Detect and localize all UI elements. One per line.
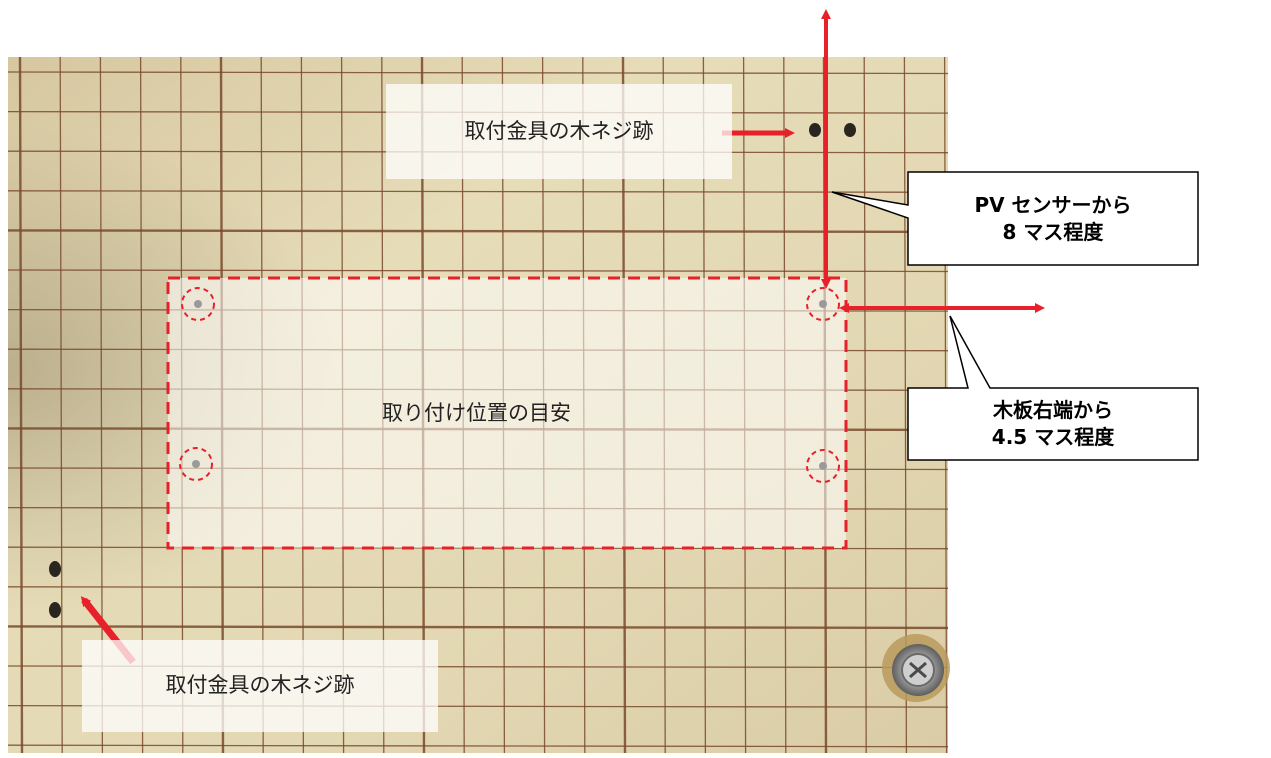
callout-box-pv-sensor: [831, 171, 1199, 266]
grid-line-vertical: [99, 56, 104, 754]
guide-hole-bottom-right: [806, 449, 840, 483]
guide-hole-bottom-left: [179, 447, 213, 481]
grid-line-vertical: [139, 56, 144, 754]
grid-line-vertical: [18, 56, 24, 754]
guide-hole-top-left: [181, 287, 215, 321]
grid-line-horizontal: [7, 744, 949, 748]
mounting-guide-text: 取り付け位置の目安: [382, 401, 571, 425]
screw-marks-top: [809, 123, 856, 137]
grid-line-horizontal: [7, 269, 949, 273]
grid-line-horizontal: [7, 625, 949, 630]
grid-line-horizontal: [7, 229, 949, 234]
callout-box-board-edge: [907, 315, 1199, 461]
grid-line-vertical: [59, 56, 63, 754]
grid-line-vertical: [863, 56, 867, 754]
callout-board-edge-line2: 4.5 マス程度: [991, 425, 1115, 449]
grid-line-horizontal: [7, 71, 949, 75]
mounting-guide-label: 取り付け位置の目安: [382, 397, 571, 427]
callout-pv-sensor-line2: 8 マス程度: [1002, 220, 1104, 244]
callout-board-edge: 木板右端から 4.5 マス程度: [910, 391, 1196, 457]
screw-marks-top-label: 取付金具の木ネジ跡: [386, 84, 732, 179]
screw-marks-bottom-label: 取付金具の木ネジ跡: [82, 640, 438, 732]
callout-board-edge-line1: 木板右端から: [993, 398, 1113, 422]
screw-marks-bottom: [49, 561, 61, 618]
grid-line-horizontal: [7, 586, 949, 589]
callout-pv-sensor-line1: PV センサーから: [974, 193, 1132, 217]
callout-pv-sensor: PV センサーから 8 マス程度: [910, 176, 1196, 262]
grid-line-horizontal: [7, 190, 949, 193]
screw-marks-top-text: 取付金具の木ネジ跡: [464, 118, 654, 143]
mounting-guide-area: [166, 276, 848, 550]
screw-marks-bottom-text: 取付金具の木ネジ跡: [165, 673, 355, 698]
pv-bolt: [882, 634, 950, 702]
